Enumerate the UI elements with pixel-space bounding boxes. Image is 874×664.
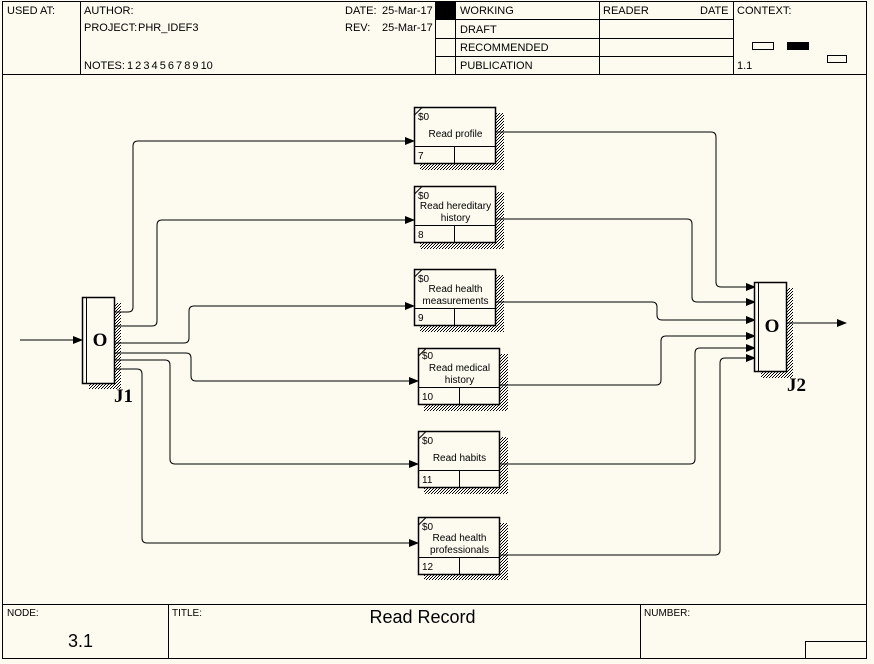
box-number: 8 (418, 230, 424, 241)
footer-page-box (805, 641, 867, 659)
reader-label: READER (603, 5, 649, 17)
link-group (20, 131, 847, 556)
box-label: Read medical history (428, 363, 491, 386)
link-arrow (115, 137, 415, 313)
status-recommended: RECOMMENDED (460, 42, 549, 54)
title-label: TITLE: (172, 608, 203, 619)
box-label: Read habits (432, 453, 487, 464)
box-number: 11 (422, 475, 433, 486)
link-arrow (115, 352, 419, 385)
header-col-divider (435, 1, 436, 74)
box-cost: $0 (422, 522, 434, 533)
box-label: Read health professionals (430, 533, 489, 556)
footer-col-divider (168, 604, 169, 659)
box-number: 12 (422, 562, 434, 573)
header-col-divider (599, 1, 600, 74)
link-arrow (500, 344, 756, 465)
link-arrow (500, 354, 756, 556)
uob-box[interactable] (413, 185, 505, 250)
box-corner (414, 186, 423, 195)
box-label: Read profile (428, 129, 483, 140)
number-label: NUMBER: (644, 608, 691, 619)
junction-box (81, 296, 116, 385)
uob-box[interactable] (417, 430, 509, 495)
rev-label: REV: (345, 22, 371, 34)
rev-value: 25-Mar-17 (382, 22, 433, 34)
junction-j2[interactable] (753, 281, 794, 379)
author-label: AUTHOR: (84, 5, 134, 17)
junction-j2-label: J2 (787, 375, 806, 396)
status-working: WORKING (460, 5, 514, 17)
junction-j2-symbol: O (764, 316, 780, 337)
link-arrow (115, 216, 415, 327)
link-arrow (496, 131, 756, 291)
junction-j1-symbol: O (92, 330, 108, 351)
status-draft: DRAFT (460, 24, 497, 36)
header-col-divider (80, 1, 81, 74)
footer-col-divider (640, 604, 641, 659)
status-row-divider (435, 19, 733, 20)
reader-date-label: DATE (700, 5, 729, 17)
diagram-title: Read Record (369, 607, 476, 627)
link-arrow (496, 218, 756, 306)
header-col-divider (455, 1, 456, 74)
link-arrow (496, 301, 756, 324)
uob-box[interactable] (413, 106, 505, 171)
box-corner (414, 107, 423, 116)
box-label: Read hereditary history (419, 201, 492, 224)
link-arrow (115, 359, 419, 468)
project-value: PHR_IDEF3 (138, 22, 199, 34)
context-box-icon (752, 42, 774, 50)
node-label: NODE: (7, 608, 39, 619)
box-number: 9 (418, 313, 424, 324)
uob-box[interactable] (417, 347, 509, 412)
node-value: 3.1 (68, 631, 94, 651)
status-publication: PUBLICATION (460, 60, 533, 72)
box-cost: $0 (418, 112, 430, 123)
context-box-icon (827, 55, 847, 63)
date-label: DATE: (345, 5, 377, 17)
junction-j1-label: J1 (114, 386, 133, 407)
used-at-label: USED AT: (7, 5, 56, 17)
context-value: 1.1 (737, 60, 753, 72)
box-number: 10 (422, 392, 434, 403)
link-arrow (115, 368, 419, 547)
box-cost: $0 (418, 191, 430, 202)
header-col-divider (733, 1, 734, 74)
notes-values: 1 2 3 4 5 6 7 8 9 10 (127, 60, 213, 72)
header-divider (2, 74, 867, 75)
junction-j1[interactable] (81, 296, 122, 390)
context-current-box-icon (787, 42, 809, 50)
link-arrow (115, 302, 415, 344)
junction-box (753, 281, 788, 373)
uob-box[interactable] (417, 516, 509, 581)
link-arrow (500, 332, 756, 386)
box-corner (418, 517, 427, 526)
box-corner (418, 348, 427, 357)
notes-label: NOTES: (84, 60, 125, 72)
box-corner (414, 269, 423, 278)
box-corner (418, 431, 427, 440)
box-number: 7 (418, 151, 424, 162)
box-label: Read health measurements (422, 284, 489, 307)
status-row-divider (435, 38, 733, 39)
uob-box[interactable] (413, 268, 505, 333)
status-row-divider (435, 56, 733, 57)
footer-divider (2, 604, 867, 605)
box-cost: $0 (422, 436, 434, 447)
box-cost: $0 (418, 274, 430, 285)
box-cost: $0 (422, 351, 434, 362)
working-status-marker (436, 2, 455, 19)
date-value: 25-Mar-17 (382, 5, 433, 17)
project-label: PROJECT: (84, 22, 138, 34)
context-label: CONTEXT: (737, 5, 792, 17)
